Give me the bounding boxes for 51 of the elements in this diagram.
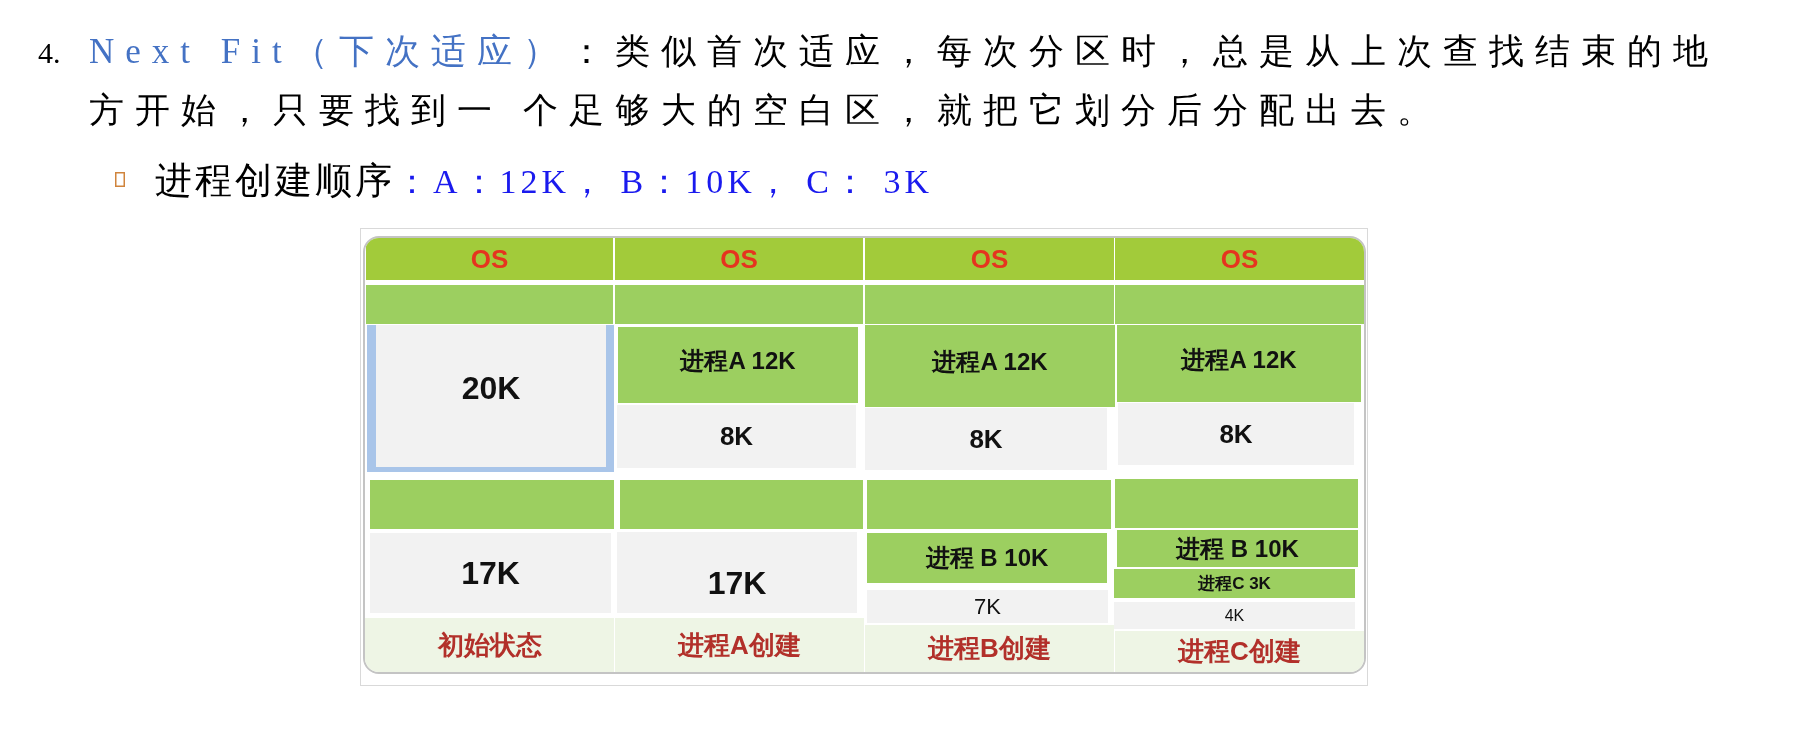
os-region [1115,238,1364,280]
allocated-block [615,285,863,324]
os-label: OS [470,242,509,276]
block-label: 8K [1219,417,1253,451]
process-block [618,327,858,403]
creation-order-text: 进程创建顺序：A：12K， B：10K， C： 3K [155,158,934,204]
stage-label-band [865,625,1114,672]
block-label: 进程 B 10K [925,543,1049,573]
allocated-block [620,480,863,529]
free-block [1118,403,1354,465]
os-region [366,238,613,280]
free-block [865,408,1107,470]
stage-label: 进程A创建 [678,628,801,662]
allocated-block [1115,479,1358,528]
process-block [1114,569,1355,598]
list-number: 4. [38,35,61,71]
stage-label-band [615,618,864,672]
os-label: OS [1220,242,1259,276]
block-label: 7K [974,592,1001,621]
os-label: OS [970,242,1009,276]
block-label: 进程A 12K [680,346,796,376]
block-label: 进程 B 10K [1176,533,1299,564]
block-label: 17K [461,554,520,593]
stage-label: 初始状态 [437,628,542,662]
stage-label: 进程B创建 [928,632,1051,665]
os-label: OS [720,242,758,276]
allocated-block [867,480,1111,529]
allocated-block [865,285,1114,324]
stage-label: 进程C创建 [1178,635,1301,668]
block-label: 进程A 12K [932,347,1048,377]
free-block [367,325,614,472]
stage-label-band [365,618,614,672]
allocated-block [366,285,613,324]
os-region [615,238,863,280]
allocated-block [1115,285,1364,324]
block-label: 进程A 12K [1181,344,1297,375]
block-label: 8K [969,422,1003,456]
block-label: 进程C 3K [1198,572,1271,595]
process-block [1117,325,1361,402]
block-label: 8K [719,420,754,453]
description-paragraph: Next Fit（下次适应）：类似首次适应，每次分区时，总是从上次查找结束的地方开始，只要找到一 个足够大的空白区，就把它划分后分配出去。 [89,31,1720,132]
block-label: 4K [1224,605,1245,626]
stage-label-band [1115,631,1364,672]
process-block [865,325,1115,407]
block-label: 20K [461,369,521,408]
os-region [865,238,1114,280]
process-block [1117,530,1358,567]
process-block [867,533,1107,583]
free-block [1114,602,1355,629]
allocated-block [370,480,614,529]
block-label: 17K [707,563,767,603]
